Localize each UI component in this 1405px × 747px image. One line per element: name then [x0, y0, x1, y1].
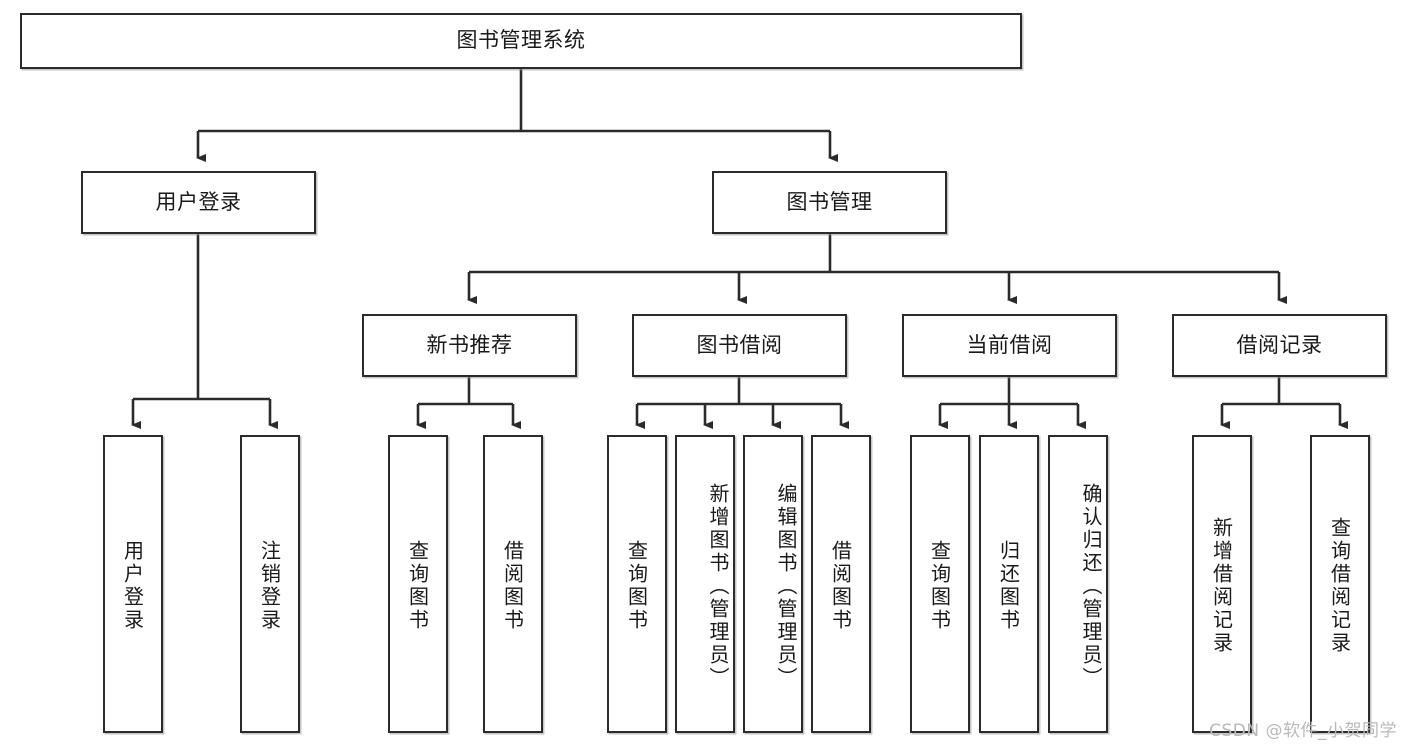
node-label: 归还图书	[996, 540, 1021, 632]
node-label: 图书管理	[786, 189, 873, 214]
leaf-user-login-login[interactable]: 用户登录	[103, 435, 163, 733]
leaf-borrow-record-query-record[interactable]: 查询借阅记录	[1310, 435, 1370, 733]
node-book-borrow[interactable]: 图书借阅	[632, 314, 847, 377]
node-label: 图书管理系统	[456, 28, 586, 53]
leaf-new-book-query-book[interactable]: 查询图书	[388, 435, 448, 733]
leaf-current-borrow-return-book[interactable]: 归还图书	[979, 435, 1039, 733]
node-new-book-recommend[interactable]: 新书推荐	[362, 314, 577, 377]
node-label: 查询借阅记录	[1327, 517, 1352, 655]
node-label: 新增借阅记录	[1209, 517, 1234, 655]
node-root-book-management-system[interactable]: 图书管理系统	[20, 13, 1022, 69]
leaf-book-borrow-edit-book-admin[interactable]: 编辑图书（管理员）	[743, 435, 803, 733]
leaf-book-borrow-add-book-admin[interactable]: 新增图书（管理员）	[675, 435, 735, 733]
leaf-current-borrow-confirm-return-admin[interactable]: 确认归还（管理员）	[1048, 435, 1108, 733]
leaf-user-login-logout[interactable]: 注销登录	[240, 435, 300, 733]
node-label: 新增图书（管理员）	[706, 482, 730, 690]
node-label: 注销登录	[257, 540, 282, 632]
node-book-management[interactable]: 图书管理	[712, 171, 947, 234]
leaf-current-borrow-query-book[interactable]: 查询图书	[910, 435, 970, 733]
node-label: 用户登录	[120, 540, 145, 632]
node-label: 查询图书	[624, 540, 649, 632]
node-label: 查询图书	[927, 540, 952, 632]
leaf-borrow-record-add-record[interactable]: 新增借阅记录	[1192, 435, 1252, 733]
node-label: 编辑图书（管理员）	[774, 482, 798, 690]
node-label: 用户登录	[155, 189, 242, 214]
node-label: 当前借阅	[966, 332, 1053, 357]
leaf-new-book-borrow-book[interactable]: 借阅图书	[483, 435, 543, 733]
node-label: 新书推荐	[426, 332, 513, 357]
node-label: 借阅记录	[1236, 332, 1323, 357]
node-borrow-record[interactable]: 借阅记录	[1172, 314, 1387, 377]
node-label: 图书借阅	[696, 332, 783, 357]
node-user-login[interactable]: 用户登录	[81, 171, 316, 234]
leaf-book-borrow-borrow-book[interactable]: 借阅图书	[811, 435, 871, 733]
node-label: 确认归还（管理员）	[1079, 482, 1103, 690]
node-label: 查询图书	[405, 540, 430, 632]
leaf-book-borrow-query-book[interactable]: 查询图书	[607, 435, 667, 733]
node-current-borrow[interactable]: 当前借阅	[902, 314, 1117, 377]
node-label: 借阅图书	[500, 540, 525, 632]
node-label: 借阅图书	[828, 540, 853, 632]
